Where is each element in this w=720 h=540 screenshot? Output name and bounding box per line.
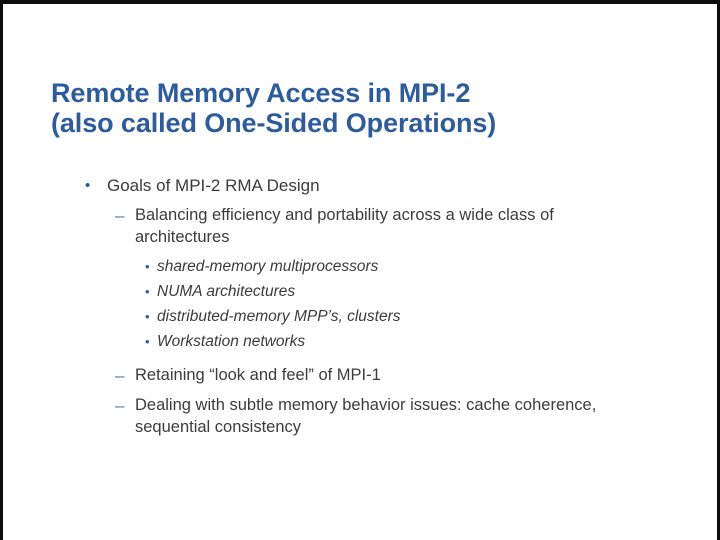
bullet-text: Goals of MPI-2 RMA Design (107, 176, 320, 195)
bullet-item-level2: – Retaining “look and feel” of MPI-1 (115, 364, 685, 387)
bullet-item-level3: • distributed-memory MPP’s, clusters (145, 305, 685, 328)
bullet-item-level2: – Balancing efficiency and portability a… (115, 204, 685, 248)
bullet-item-level1: • Goals of MPI-2 RMA Design (85, 174, 685, 197)
bullet-dot-icon: • (145, 259, 150, 274)
bullet-dot-icon: • (145, 284, 150, 299)
bullet-text: shared-memory multiprocessors (157, 258, 379, 275)
slide-body: • Goals of MPI-2 RMA Design – Balancing … (85, 174, 685, 441)
bullet-item-level3: • Workstation networks (145, 330, 685, 353)
slide-title-line-2: (also called One-Sided Operations) (51, 108, 497, 138)
bullet-item-level3: • shared-memory multiprocessors (145, 255, 685, 278)
bullet-dot-icon: • (85, 177, 91, 194)
slide-title-line-1: Remote Memory Access in MPI-2 (51, 78, 471, 108)
bullet-item-level3: • NUMA architectures (145, 280, 685, 303)
slide-title: Remote Memory Access in MPI-2 (also call… (51, 78, 671, 138)
bullet-item-level2: – Dealing with subtle memory behavior is… (115, 394, 685, 438)
bullet-text: Dealing with subtle memory behavior issu… (135, 396, 597, 436)
bullet-text: Retaining “look and feel” of MPI-1 (135, 366, 381, 384)
bullet-dash-icon: – (115, 206, 125, 225)
bullet-text: Workstation networks (157, 333, 306, 350)
bullet-dash-icon: – (115, 366, 125, 385)
bullet-dash-icon: – (115, 396, 125, 415)
bullet-dot-icon: • (145, 309, 150, 324)
bullet-text: Balancing efficiency and portability acr… (135, 206, 554, 246)
bullet-dot-icon: • (145, 334, 150, 349)
bullet-text: distributed-memory MPP’s, clusters (157, 308, 401, 325)
bullet-text: NUMA architectures (157, 283, 296, 300)
